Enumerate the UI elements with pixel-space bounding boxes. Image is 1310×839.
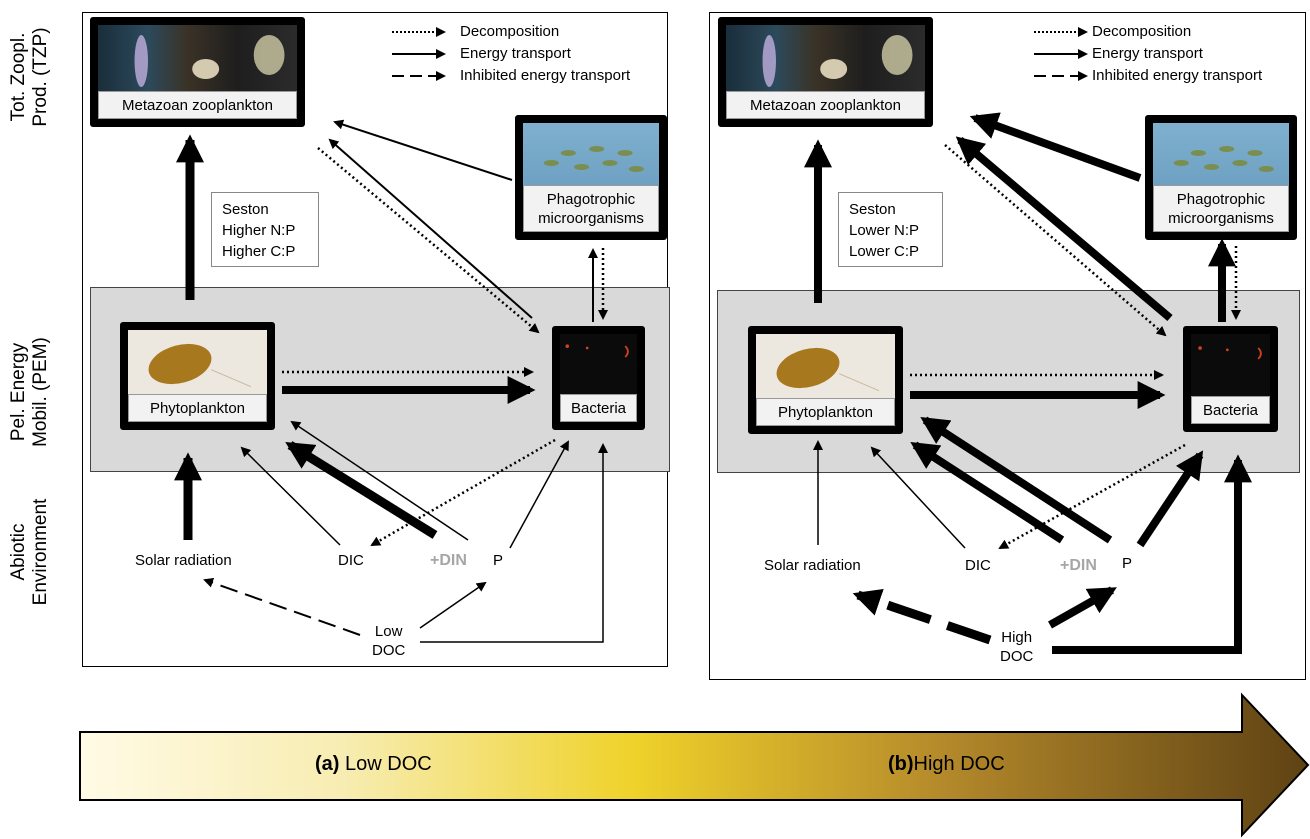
legend-b: Decomposition Energy transport Inhibited… [1092,21,1262,87]
node-b-metazoan-label: Metazoan zooplankton [726,91,925,119]
zooplankton-image-b [726,25,925,97]
seston-a-line2: Higher N:P [222,222,296,239]
legend-b-decomp: Decomposition [1092,23,1192,40]
arrow-b-dic-phyto [870,446,966,549]
arrow-b-p-phyto [920,416,1113,544]
arrow-b-doc-solar [852,588,992,645]
phagotrophic-image-b [1153,123,1289,191]
arrow-b-bact-metazoan [955,136,1173,322]
arrow-a-bact-metazoan [328,138,533,319]
phytoplankton-image-b [756,334,895,402]
legend-a-decomp: Decomposition [460,23,560,40]
din-a: +DIN [430,552,467,569]
legend-a-energy: Energy transport [460,45,571,62]
legend-b-energy: Energy transport [1092,45,1203,62]
seston-b-line3: Lower C:P [849,243,920,260]
seston-a-line3: Higher C:P [222,243,296,260]
arrow-b-doc-bact [1052,454,1252,654]
node-b-phytoplankton: Phytoplankton [748,326,903,434]
legend-a-inhibited: Inhibited energy transport [460,67,631,84]
arrow-b-doc-p [1048,586,1117,629]
bacteria-image-b [1191,334,1270,402]
phagotrophic-image [523,123,659,191]
arrow-a-bact-decomp-dic [370,438,556,547]
dic-b: DIC [965,557,991,574]
arrow-a-metazoan-decomp-bact [317,147,540,334]
node-a-phytoplankton-label: Phytoplankton [128,394,267,422]
doc-b-line1: High [1001,629,1033,646]
arrow-b-p-bact [1136,450,1204,548]
arrow-b-bact-decomp-dic [998,443,1186,550]
bacteria-image [560,334,637,400]
node-b-bacteria: Bacteria [1183,326,1278,432]
doc-a: Low DOC [372,622,405,660]
seston-box-b: Seston Lower N:P Lower C:P [838,192,943,267]
legend-a: Decomposition Energy transport Inhibited… [460,21,630,87]
node-a-bacteria-label: Bacteria [560,394,637,422]
zooplankton-image [98,25,297,97]
gradient-a-letter: (a) [315,753,340,775]
arrow-b-metazoan-decomp-bact [944,144,1167,337]
node-a-metazoan-label: Metazoan zooplankton [98,91,297,119]
arrow-a-p-phyto [290,420,469,541]
seston-b-line2: Lower N:P [849,222,920,239]
din-b: +DIN [1060,557,1097,574]
node-a-bacteria: Bacteria [552,326,645,430]
arrow-a-doc-bact [420,443,608,643]
dic-a: DIC [338,552,364,569]
arrow-a-din-phyto [285,441,438,539]
legend-b-inhibited: Inhibited energy transport [1092,67,1263,84]
doc-a-line1: Low [374,623,403,640]
arrow-a-phago-metazoan [333,119,513,181]
gradient-b-letter: (b) [888,753,914,775]
arrow-b-phago-metazoan [969,112,1142,182]
seston-a-line1: Seston [222,201,269,218]
arrow-a-doc-solar [203,577,361,636]
gradient-label-b: (b)High DOC [888,753,1005,776]
arrow-a-p-bact [509,440,569,549]
gradient-a-text: Low DOC [345,753,432,775]
arrow-a-dic-phyto [240,446,341,546]
doc-b: High DOC [1000,628,1033,666]
node-b-bacteria-label: Bacteria [1191,396,1270,424]
doc-gradient-arrow [79,692,1310,838]
p-a: P [493,552,504,569]
arrow-a-doc-p [419,581,487,629]
solar-radiation-a: Solar radiation [135,552,232,569]
arrow-b-din-phyto [910,441,1065,544]
doc-b-line2: DOC [1000,648,1034,665]
p-b: P [1122,555,1133,572]
node-a-phytoplankton: Phytoplankton [120,322,275,430]
solar-radiation-b: Solar radiation [764,557,861,574]
seston-box-a: Seston Higher N:P Higher C:P [211,192,319,267]
phytoplankton-image [128,330,267,398]
seston-b-line1: Seston [849,201,896,218]
gradient-b-text: High DOC [913,753,1005,775]
doc-a-line2: DOC [372,642,406,659]
node-a-metazoan: Metazoan zooplankton [90,17,305,127]
node-b-metazoan: Metazoan zooplankton [718,17,933,127]
gradient-label-a: (a) Low DOC [315,753,432,776]
node-b-phytoplankton-label: Phytoplankton [756,398,895,426]
